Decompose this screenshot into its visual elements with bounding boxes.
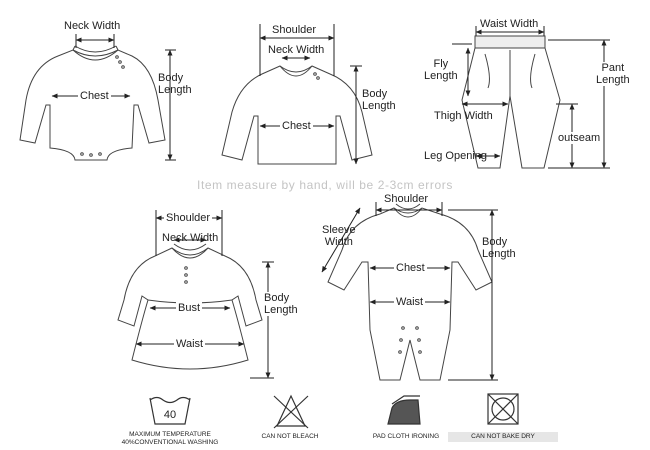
no-tumble-dry-icon [487,393,519,425]
pants-waist-width-label: Waist Width [480,18,539,30]
dress-shoulder-label: Shoulder [164,212,213,224]
tshirt-outline [221,65,373,165]
romper-body-length-label: Body Length [482,236,516,260]
pants-outline [461,35,561,169]
iron-care-text: PAD CLOTH IRONING [372,433,440,440]
dress-body-length-label: Body Length [264,292,298,316]
romper-shoulder-label: Shoulder [384,193,429,205]
bodysuit-outline [19,45,166,161]
pants-pant-length-label: Pant Length [596,62,630,86]
romper-chest-label: Chest [394,262,427,274]
iron-icon [387,395,421,425]
bodysuit-neck-width-label: Neck Width [64,20,121,32]
romper-waist-label: Waist [394,296,426,308]
no-bleach-icon [273,394,309,429]
bleach-care-text: CAN NOT BLEACH [261,433,319,440]
bodysuit-chest-label: Chest [78,90,111,102]
tshirt-chest-label: Chest [280,120,313,132]
romper-sleeve-width-line [321,207,361,273]
wash-tub-icon [149,396,191,425]
wash-care-text: MAXIMUM TEMPERATURE 40%CONVENTIONAL WASH… [121,431,219,446]
dress-waist-label: Waist [174,338,206,350]
pants-thigh-width-label: Thigh Width [434,110,493,122]
dress-bust-label: Bust [176,302,203,314]
wash-temperature: 40 [164,409,176,421]
tshirt-shoulder-label: Shoulder [270,24,319,36]
pants-outseam-label: outseam [556,132,603,144]
bodysuit-body-length-label: Body Length [158,72,192,96]
dress-neck-width-label: Neck Width [162,232,219,244]
tshirt-body-length-label: Body Length [362,88,396,112]
pants-fly-length-label: Fly Length [424,58,458,82]
pants-leg-opening-label: Leg Opening [424,150,487,162]
measure-note: Item measure by hand, will be 2-3cm erro… [197,178,453,192]
dry-care-text: CAN NOT BAKE DRY [448,432,558,442]
romper-sleeve-width-label: Sleeve Width [322,224,356,248]
tshirt-neck-width-label: Neck Width [268,44,325,56]
